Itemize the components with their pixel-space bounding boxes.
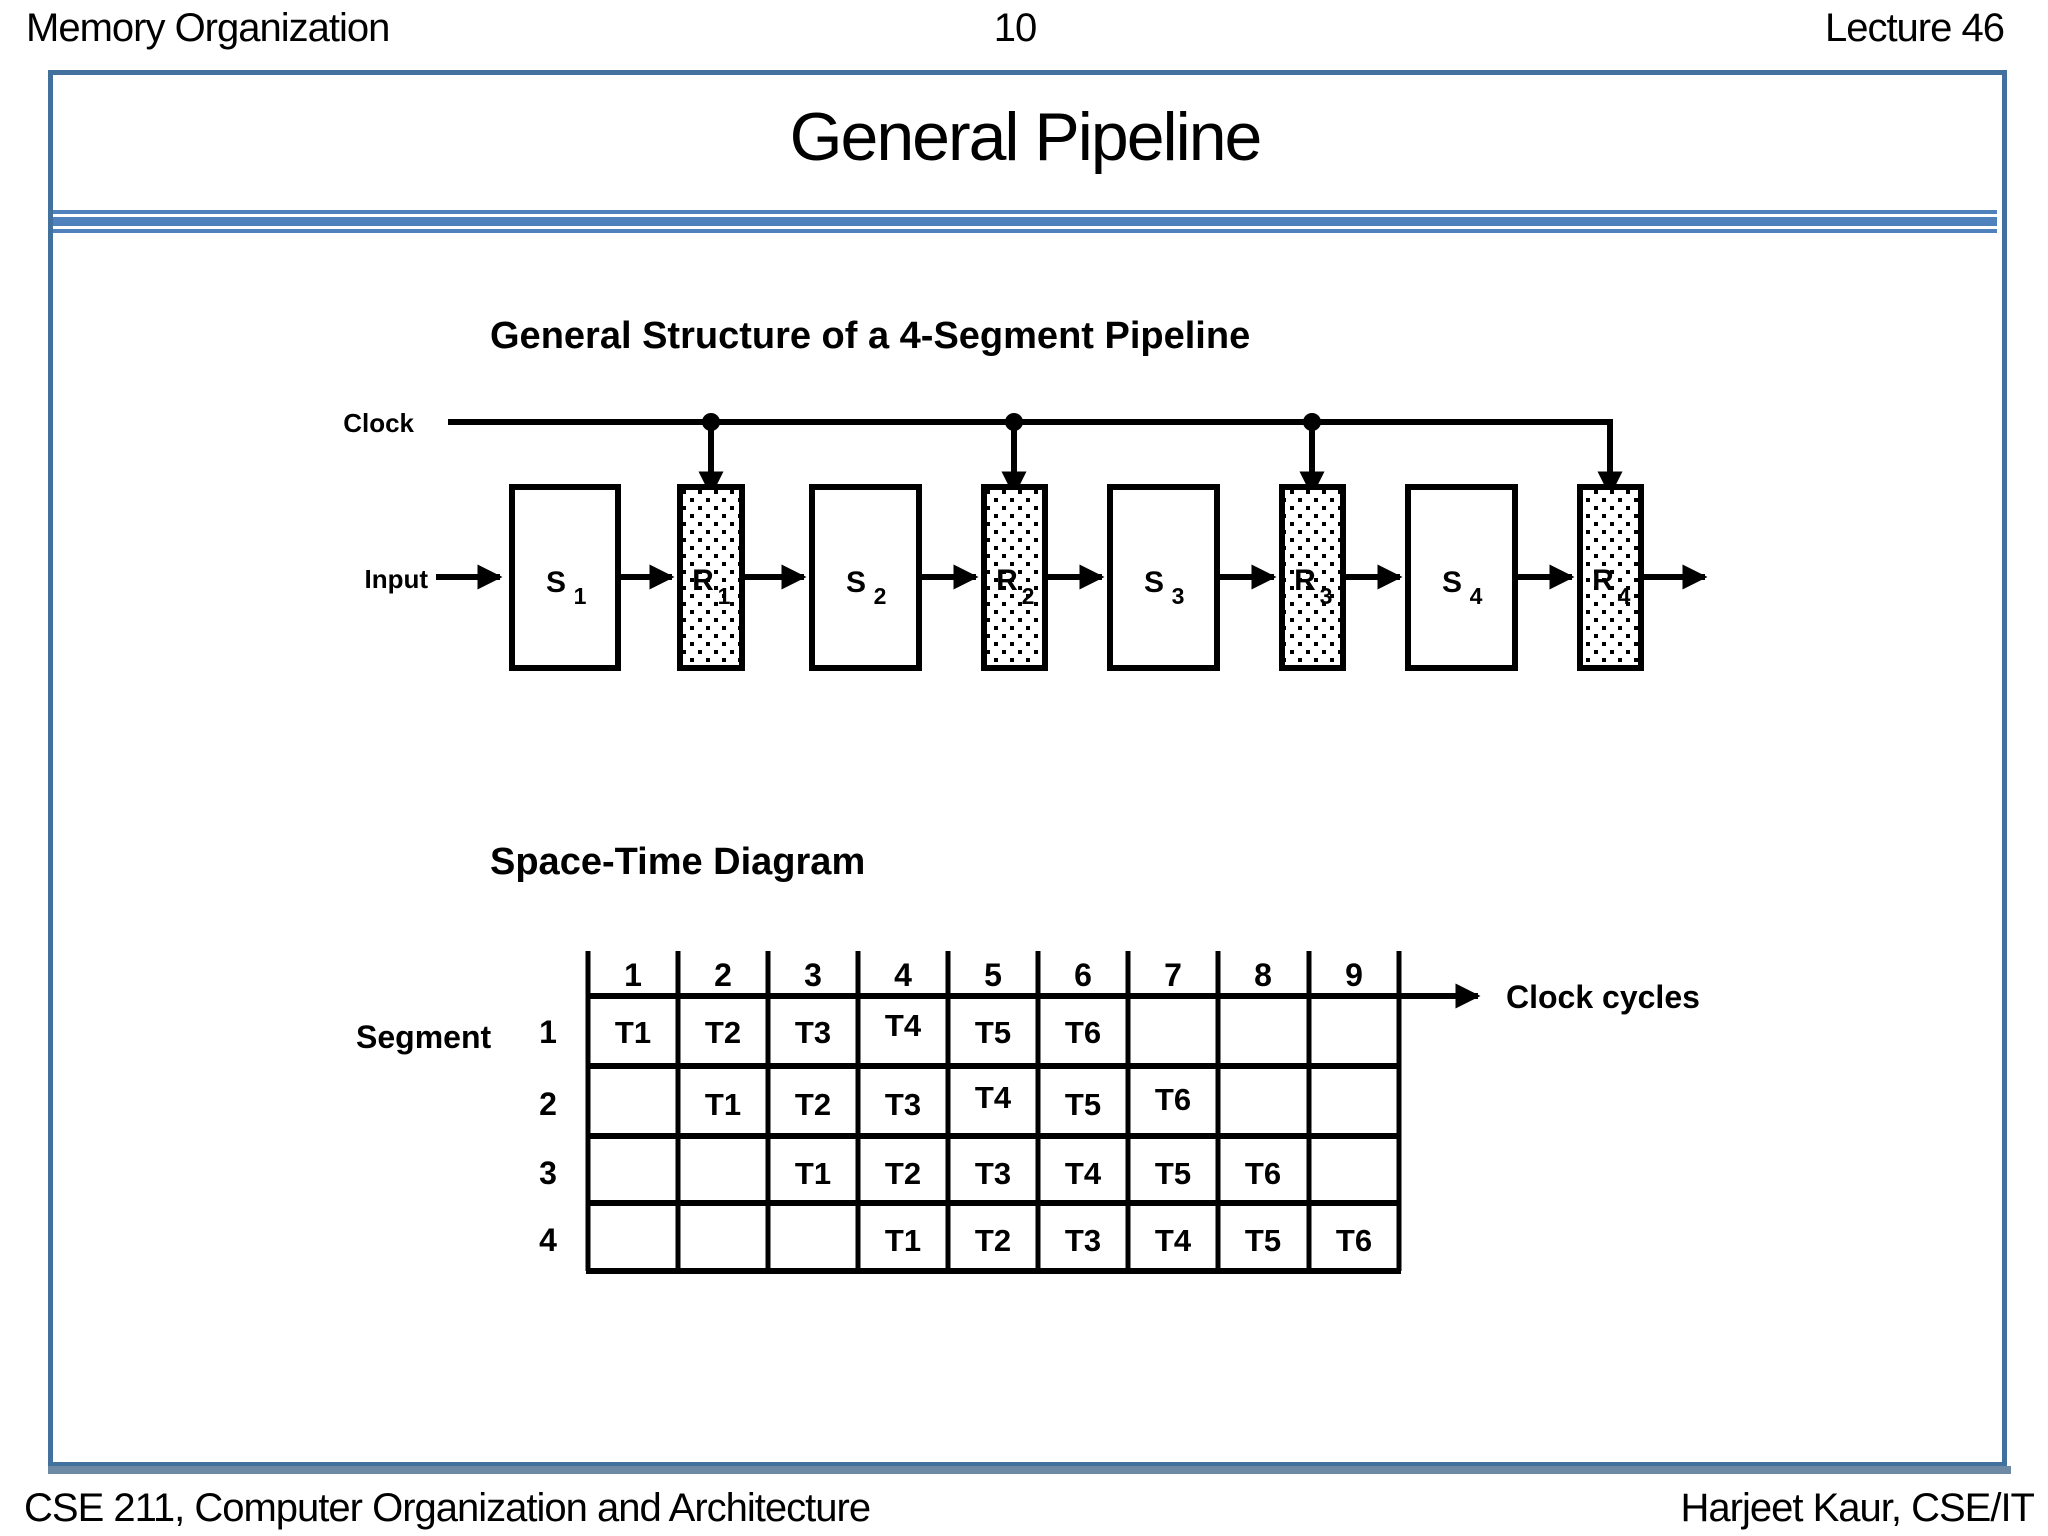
input-label: Input bbox=[364, 564, 428, 594]
space-time-heading: Space-Time Diagram bbox=[490, 841, 865, 883]
col-header: 5 bbox=[984, 957, 1002, 993]
stage-label-sub: 2 bbox=[874, 583, 887, 609]
table-cell: T4 bbox=[885, 1008, 922, 1043]
stage-label: S bbox=[1144, 566, 1164, 599]
table-cell: T5 bbox=[1245, 1223, 1281, 1258]
register-box-r4 bbox=[1577, 484, 1644, 671]
register-label-sub: 2 bbox=[1022, 583, 1035, 609]
register-label-sub: 3 bbox=[1320, 583, 1333, 609]
register-label: R bbox=[1592, 564, 1614, 597]
page-header: Memory Organization 10 Lecture 46 bbox=[26, 6, 2005, 58]
register-label: R bbox=[996, 564, 1018, 597]
slide-border-bottom-shadow bbox=[48, 1466, 2011, 1474]
table-cell: T3 bbox=[885, 1087, 921, 1122]
col-header: 1 bbox=[624, 957, 642, 993]
table-cell: T3 bbox=[1065, 1223, 1101, 1258]
pipeline-heading: General Structure of a 4-Segment Pipelin… bbox=[490, 315, 1250, 357]
col-header: 2 bbox=[714, 957, 732, 993]
row-header: 3 bbox=[539, 1155, 557, 1191]
clock-cycles-label: Clock cycles bbox=[1506, 979, 1700, 1015]
stage-box-s2 bbox=[809, 484, 922, 671]
stage-box-s3 bbox=[1107, 484, 1220, 671]
table-cell: T3 bbox=[975, 1156, 1011, 1191]
col-header: 4 bbox=[894, 957, 912, 993]
table-cell: T5 bbox=[1065, 1087, 1101, 1122]
stage-label-sub: 4 bbox=[1470, 583, 1483, 609]
table-cell: T6 bbox=[1065, 1015, 1101, 1050]
table-cell: T6 bbox=[1336, 1223, 1372, 1258]
header-course-title: Memory Organization bbox=[26, 6, 390, 50]
table-cell: T5 bbox=[1155, 1156, 1191, 1191]
slide-title: General Pipeline bbox=[789, 99, 1263, 175]
table-cell: T3 bbox=[795, 1015, 831, 1050]
register-box-r2 bbox=[981, 484, 1048, 671]
table-cell: T5 bbox=[975, 1015, 1011, 1050]
register-label-sub: 1 bbox=[718, 583, 731, 609]
stage-label: S bbox=[846, 566, 866, 599]
register-box-r3 bbox=[1279, 484, 1346, 671]
segment-label: Segment bbox=[356, 1019, 491, 1055]
clock-label: Clock bbox=[343, 408, 414, 438]
footer-author: Harjeet Kaur, CSE/IT bbox=[1680, 1486, 2035, 1530]
col-header: 8 bbox=[1254, 957, 1272, 993]
table-cell: T1 bbox=[705, 1087, 741, 1122]
row-header: 4 bbox=[539, 1222, 557, 1258]
stage-box-s4 bbox=[1405, 484, 1518, 671]
stage-label: S bbox=[546, 566, 566, 599]
page-footer: CSE 211, Computer Organization and Archi… bbox=[24, 1486, 2035, 1531]
table-cell: T6 bbox=[1245, 1156, 1281, 1191]
register-label-sub: 4 bbox=[1618, 583, 1631, 609]
table-cell: T2 bbox=[705, 1015, 741, 1050]
row-header: 2 bbox=[539, 1086, 557, 1122]
register-label: R bbox=[1294, 564, 1316, 597]
header-lecture-number: Lecture 46 bbox=[1824, 6, 2005, 50]
stage-label-sub: 3 bbox=[1172, 583, 1185, 609]
col-header: 6 bbox=[1074, 957, 1092, 993]
table-cell: T4 bbox=[1155, 1223, 1192, 1258]
table-cell: T6 bbox=[1155, 1082, 1191, 1117]
row-header: 1 bbox=[539, 1014, 557, 1050]
register-box-r1 bbox=[677, 484, 745, 671]
stage-label-sub: 1 bbox=[574, 583, 587, 609]
table-cell: T4 bbox=[1065, 1156, 1102, 1191]
col-header: 3 bbox=[804, 957, 822, 993]
col-header: 9 bbox=[1345, 957, 1363, 993]
table-cell: T1 bbox=[885, 1223, 921, 1258]
footer-course: CSE 211, Computer Organization and Archi… bbox=[24, 1486, 871, 1530]
table-cell: T1 bbox=[615, 1015, 651, 1050]
header-page-number: 10 bbox=[993, 6, 1038, 50]
slide-border bbox=[48, 70, 2007, 1467]
stage-box-s1 bbox=[509, 484, 621, 671]
title-separator bbox=[53, 210, 1997, 233]
table-cell: T2 bbox=[975, 1223, 1011, 1258]
table-cell: T2 bbox=[885, 1156, 921, 1191]
col-header: 7 bbox=[1164, 957, 1182, 993]
table-cell: T2 bbox=[795, 1087, 831, 1122]
register-label: R bbox=[692, 564, 714, 597]
table-cell: T1 bbox=[795, 1156, 831, 1191]
stage-label: S bbox=[1442, 566, 1462, 599]
table-cell: T4 bbox=[975, 1080, 1012, 1115]
